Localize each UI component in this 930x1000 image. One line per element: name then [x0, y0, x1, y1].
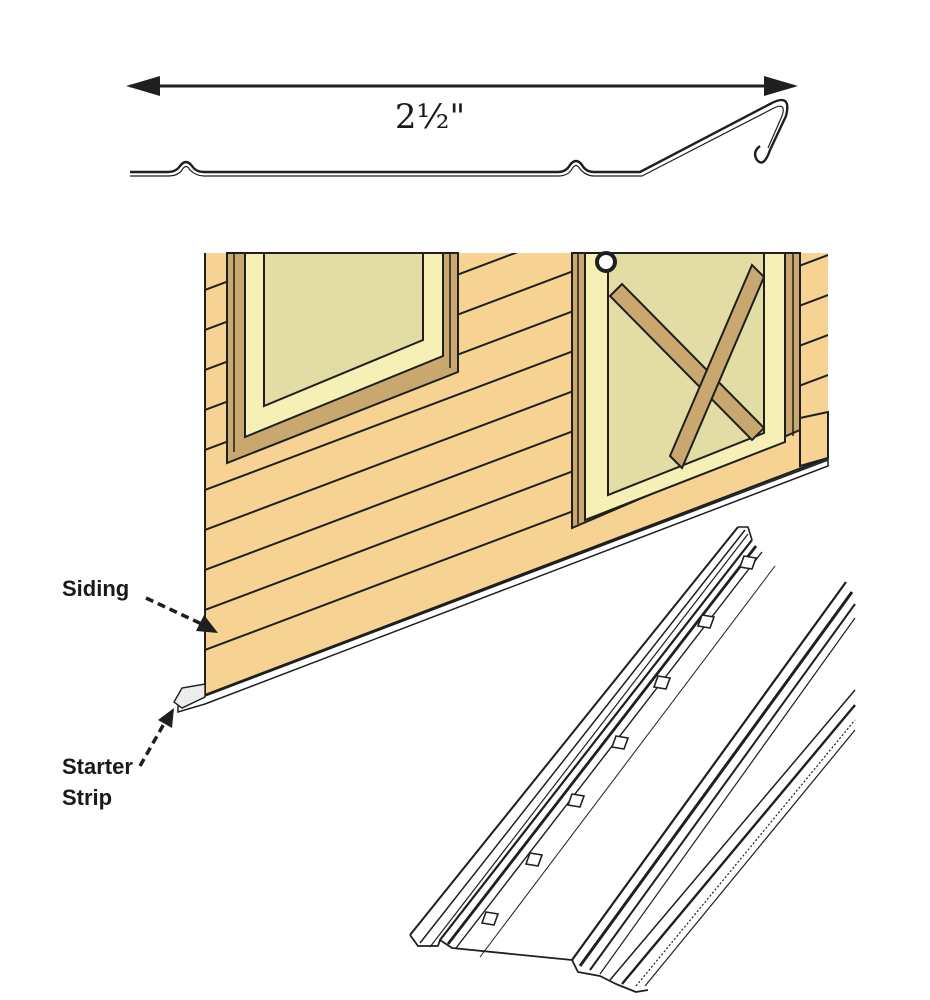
callout-starter-label-1: Starter — [62, 754, 133, 779]
strip-hem — [609, 689, 856, 981]
nail-slot-icon — [566, 793, 586, 808]
nail-slot-icon — [652, 675, 672, 690]
strip-profile: 2½" — [126, 76, 798, 177]
profile-outline — [130, 98, 789, 174]
starter-strip-end — [173, 683, 206, 709]
callout-starter-strip: Starter Strip — [62, 708, 174, 810]
callout-siding-label: Siding — [62, 576, 129, 601]
nail-slot-icon — [738, 555, 758, 570]
callout-siding-arrowhead — [196, 615, 218, 633]
nail-slots — [480, 555, 758, 926]
callout-siding-leader — [145, 596, 207, 628]
wall-bottom-edge — [204, 456, 829, 697]
strip-front-end — [409, 934, 649, 993]
window-glass — [263, 252, 424, 408]
dimension-arrowhead-left — [126, 76, 160, 96]
callout-starter-arrowhead — [158, 708, 174, 728]
nail-slot-icon — [480, 911, 500, 926]
strip-channel-1 — [439, 539, 753, 941]
strip-channel-2 — [571, 581, 847, 961]
nail-slot-icon — [524, 852, 544, 867]
callout-starter-label-2: Strip — [62, 785, 112, 810]
wall-base-ledge — [799, 410, 829, 468]
strip-edge-upper — [409, 526, 739, 936]
wall — [173, 251, 829, 714]
callout-siding: Siding — [62, 576, 218, 633]
door-knob-icon — [595, 251, 617, 273]
dimension-label: 2½" — [395, 97, 465, 137]
door-brace-2 — [668, 263, 766, 470]
nail-slot-icon — [696, 614, 716, 629]
window — [226, 252, 459, 465]
callout-starter-leader — [138, 721, 167, 767]
door — [571, 251, 801, 530]
dimension-arrowhead-right — [764, 76, 798, 96]
nail-slot-icon — [610, 735, 630, 750]
